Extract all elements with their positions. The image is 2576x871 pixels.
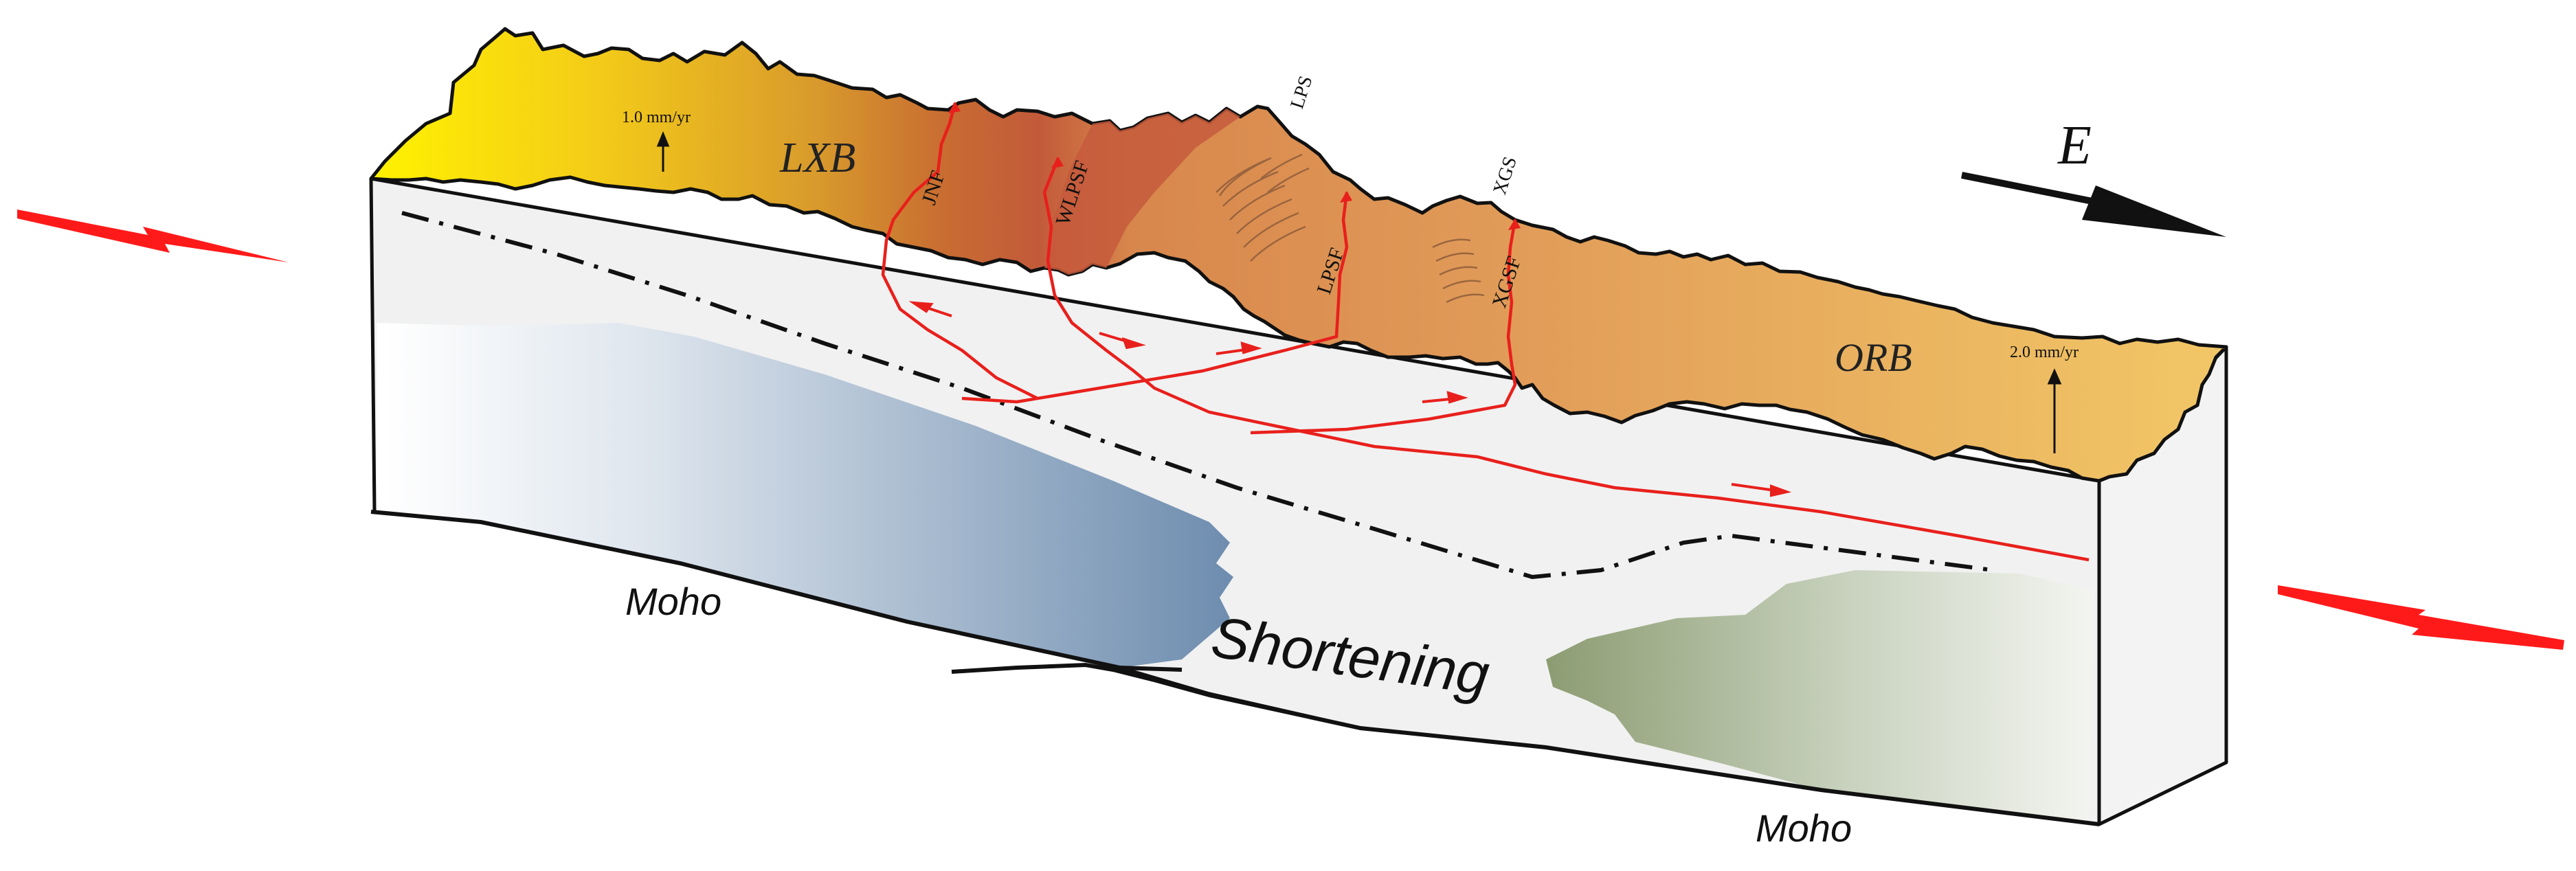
compression-arrow-west: [17, 210, 289, 262]
label-moho-east: Moho: [1756, 806, 1852, 850]
rate-east: 2.0 mm/yr: [2010, 343, 2079, 361]
fold-chevrons-lps: [1216, 153, 1310, 262]
east-direction-arrow: [1961, 172, 2226, 237]
slip-arrows: [908, 301, 1792, 497]
label-xgs: XGS: [1489, 154, 1521, 197]
fault-jnf: [881, 102, 1039, 400]
dash-dot-boundary: [401, 211, 1993, 580]
uplift-arrow-west: [656, 131, 670, 172]
topographic-surface: [369, 27, 2228, 483]
fold-chevrons-xgs: [1432, 238, 1485, 304]
dark-fault-band: [1044, 109, 1240, 275]
mantle-east: [1546, 570, 2094, 821]
label-moho-west: Moho: [625, 580, 721, 623]
label-e: E: [2057, 115, 2092, 176]
label-lxb: LXB: [779, 135, 855, 181]
label-orb: ORB: [1835, 335, 1912, 380]
uplift-arrow-east: [2047, 368, 2062, 453]
fault-lines: [881, 102, 2090, 562]
fault-xgsf: [1250, 219, 1517, 435]
moho-line-west: [370, 510, 1183, 672]
moho-line-east: [951, 662, 2100, 826]
thrust-teeth: [948, 102, 1521, 230]
compression-arrow-east: [2278, 585, 2564, 650]
label-lps: LPS: [1286, 73, 1317, 111]
mantle-west: [377, 323, 1233, 668]
rate-west: 1.0 mm/yr: [622, 109, 691, 126]
fault-lpsf: [961, 192, 1349, 404]
fault-wlpsf: [1042, 157, 2090, 562]
